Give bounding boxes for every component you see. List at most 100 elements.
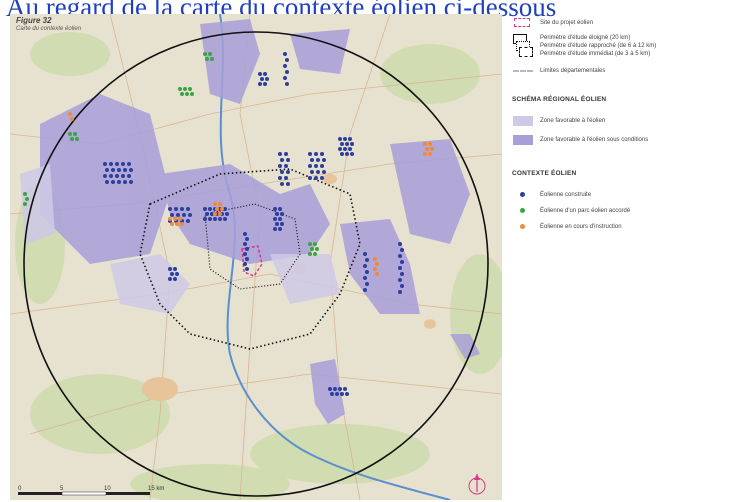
turbine-built <box>123 168 127 172</box>
turbine-built <box>245 247 249 251</box>
turbine-built <box>115 174 119 178</box>
turbine-built <box>243 252 247 256</box>
turbine-built <box>111 180 115 184</box>
turbine-built <box>398 278 402 282</box>
turbine-approved <box>308 252 312 256</box>
turbine-approved <box>188 87 192 91</box>
turbine-approved <box>23 192 27 196</box>
turbine-built <box>343 147 347 151</box>
turbine-approved <box>68 132 72 136</box>
turbine-approved <box>70 137 74 141</box>
turbine-built <box>203 217 207 221</box>
legend-perimeter-far: Périmètre d'étude éloigné (20 km) <box>540 35 631 41</box>
scale-bar: 0 5 10 15 km <box>18 486 164 496</box>
turbine-built <box>203 207 207 211</box>
wind-context-map[interactable]: Figure 32 Carte du contexte éolien 0 5 1… <box>10 14 502 500</box>
legend-zone-favorable: Zone favorable à l'éolien <box>512 116 605 126</box>
turbine-instruction <box>375 262 379 266</box>
turbine-instruction <box>170 222 174 226</box>
turbine-built <box>348 147 352 151</box>
turbine-approved <box>313 252 317 256</box>
turbine-built <box>343 387 347 391</box>
turbine-built <box>345 142 349 146</box>
legend-site: Site du projet éolien <box>512 18 593 28</box>
turbine-built <box>333 387 337 391</box>
turbine-instruction <box>423 152 427 156</box>
turbine-built <box>285 58 289 62</box>
turbine-approved <box>313 242 317 246</box>
turbine-approved <box>210 57 214 61</box>
turbine-built <box>310 170 314 174</box>
turbine-built <box>398 290 402 294</box>
turbine-built <box>245 267 249 271</box>
turbine-built <box>123 180 127 184</box>
legend-boundaries: Limites départementales <box>512 66 605 76</box>
turbines-built <box>103 52 404 396</box>
turbine-approved <box>205 57 209 61</box>
turbine-built <box>398 254 402 258</box>
turbine-built <box>225 212 229 216</box>
turbine-built <box>316 170 320 174</box>
turbine-built <box>283 64 287 68</box>
turbine-instruction <box>220 207 224 211</box>
turbine-approved <box>203 52 207 56</box>
figure-number: Figure 32 <box>16 16 52 25</box>
turbine-instruction <box>213 212 217 216</box>
turbine-built <box>265 77 269 81</box>
turbine-built <box>278 176 282 180</box>
turbine-built <box>210 212 214 216</box>
turbine-built <box>223 207 227 211</box>
legend-perimeters: Périmètre d'étude éloigné (20 km) Périmè… <box>512 34 656 60</box>
turbine-built <box>398 266 402 270</box>
turbine-built <box>314 164 318 168</box>
turbine-built <box>213 217 217 221</box>
turbine-built <box>284 152 288 156</box>
turbine-built <box>286 170 290 174</box>
perimeter-near <box>139 168 361 350</box>
turbine-approved <box>73 132 77 136</box>
turbine-built <box>208 207 212 211</box>
turbine-built <box>127 174 131 178</box>
turbine-built <box>348 137 352 141</box>
turbine-built <box>285 70 289 74</box>
turbine-built <box>173 267 177 271</box>
turbine-built <box>258 82 262 86</box>
legend-context-title: CONTEXTE ÉOLIEN <box>512 170 577 177</box>
turbine-built <box>365 270 369 274</box>
turbine-built <box>320 164 324 168</box>
legend-perimeter-near: Périmètre d'étude rapproché (de 6 à 12 k… <box>540 43 657 49</box>
turbine-built <box>275 222 279 226</box>
turbine-built <box>182 213 186 217</box>
turbine-built <box>278 164 282 168</box>
turbine-built <box>308 152 312 156</box>
turbine-built <box>400 248 404 252</box>
turbine-built <box>363 252 367 256</box>
turbine-built <box>174 207 178 211</box>
turbine-built <box>243 232 247 236</box>
turbine-built <box>280 158 284 162</box>
turbine-built <box>345 392 349 396</box>
turbine-instruction <box>428 142 432 146</box>
turbine-built <box>308 164 312 168</box>
turbine-built <box>322 158 326 162</box>
turbine-built <box>286 182 290 186</box>
turbine-built <box>314 152 318 156</box>
turbine-built <box>103 162 107 166</box>
map-legend: Site du projet éolien Périmètre d'étude … <box>512 18 738 318</box>
turbine-built <box>103 174 107 178</box>
turbine-built <box>330 392 334 396</box>
turbine-built <box>175 272 179 276</box>
project-site <box>241 245 263 277</box>
turbine-approved <box>25 197 29 201</box>
turbine-built <box>275 212 279 216</box>
turbine-built <box>208 217 212 221</box>
turbines-approved <box>23 52 319 256</box>
turbine-built <box>127 162 131 166</box>
turbine-built <box>350 142 354 146</box>
turbine-built <box>316 158 320 162</box>
turbine-instruction <box>218 212 222 216</box>
turbine-built <box>109 174 113 178</box>
turbine-built <box>218 217 222 221</box>
turbine-built <box>180 207 184 211</box>
turbine-built <box>105 180 109 184</box>
